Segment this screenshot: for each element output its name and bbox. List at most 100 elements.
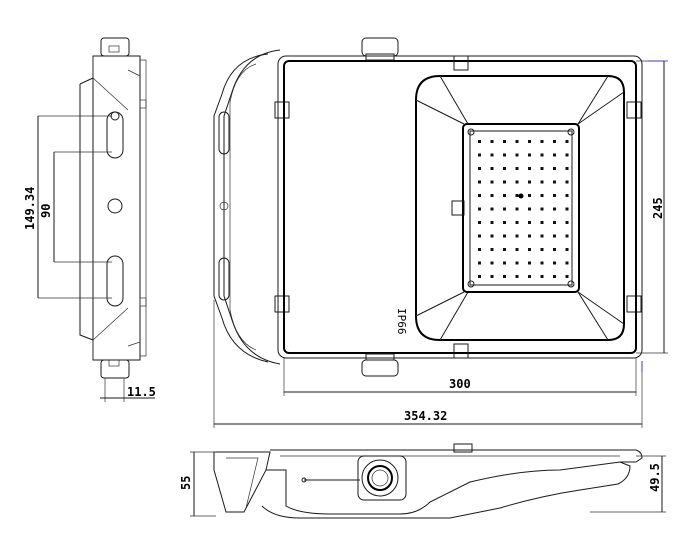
front-view: IP66 xyxy=(213,37,668,428)
led-dot xyxy=(515,140,519,143)
led-dot xyxy=(515,248,519,251)
led-dot xyxy=(528,180,531,184)
led-dot xyxy=(490,275,494,278)
led-dot xyxy=(478,194,481,197)
led-dot xyxy=(528,194,531,197)
led-dot xyxy=(553,248,556,251)
led-dot xyxy=(565,275,569,278)
led-dot xyxy=(553,207,556,211)
led-dot xyxy=(515,234,519,238)
led-dot xyxy=(528,248,531,251)
led-dot xyxy=(503,261,506,265)
led-dot xyxy=(553,153,556,157)
sensor-dot xyxy=(518,193,524,199)
led-dot xyxy=(478,140,481,143)
led-dot xyxy=(503,180,506,184)
led-dot xyxy=(528,140,531,143)
led-dot xyxy=(490,234,494,238)
ip-rating-label: IP66 xyxy=(395,308,408,335)
led-dot xyxy=(565,207,569,211)
led-dot xyxy=(540,180,544,184)
led-dot xyxy=(490,207,494,211)
led-dot xyxy=(478,180,481,184)
led-dot xyxy=(503,248,506,251)
led-dot xyxy=(503,221,506,224)
dim-354-label: 354.32 xyxy=(404,409,447,423)
led-dot xyxy=(528,234,531,238)
led-dot xyxy=(478,153,481,157)
led-dot xyxy=(503,194,506,197)
led-dot xyxy=(515,221,519,224)
dim-90-label: 90 xyxy=(39,204,53,218)
dim-245-label: 245 xyxy=(651,197,665,219)
led-dot xyxy=(553,221,556,224)
led-grid xyxy=(478,140,569,278)
led-dot xyxy=(515,261,519,265)
led-dot xyxy=(528,221,531,224)
led-dot xyxy=(478,248,481,251)
led-dot xyxy=(528,167,531,170)
led-dot xyxy=(528,261,531,265)
led-dot xyxy=(565,248,569,251)
led-dot xyxy=(490,221,494,224)
led-dot xyxy=(553,234,556,238)
side-view xyxy=(37,37,155,402)
led-dot xyxy=(515,153,519,157)
led-dot xyxy=(515,167,519,170)
led-dot xyxy=(528,207,531,211)
dim-55-label: 55 xyxy=(179,476,193,490)
led-dot xyxy=(565,194,569,197)
bottom-view xyxy=(190,443,666,519)
led-dot xyxy=(565,140,569,143)
led-dot xyxy=(540,153,544,157)
led-dot xyxy=(540,221,544,224)
led-dot xyxy=(503,275,506,278)
led-dot xyxy=(528,153,531,157)
led-dot xyxy=(565,261,569,265)
led-dot xyxy=(490,248,494,251)
led-dot xyxy=(553,275,556,278)
led-dot xyxy=(553,140,556,143)
led-dot xyxy=(503,234,506,238)
led-dot xyxy=(515,207,519,211)
led-dot xyxy=(565,167,569,170)
dim-49-label: 49.5 xyxy=(648,463,662,492)
led-dot xyxy=(565,234,569,238)
led-dot xyxy=(515,180,519,184)
led-dot xyxy=(478,207,481,211)
led-dot xyxy=(540,194,544,197)
led-dot xyxy=(478,167,481,170)
led-dot xyxy=(540,248,544,251)
led-dot xyxy=(553,261,556,265)
led-dot xyxy=(490,180,494,184)
led-dot xyxy=(490,194,494,197)
dim-300-label: 300 xyxy=(449,377,471,391)
led-dot xyxy=(503,207,506,211)
led-dot xyxy=(565,221,569,224)
led-dot xyxy=(540,261,544,265)
led-dot xyxy=(540,167,544,170)
led-dot xyxy=(540,275,544,278)
led-dot xyxy=(503,167,506,170)
led-dot xyxy=(503,140,506,143)
led-dot xyxy=(528,275,531,278)
led-dot xyxy=(540,207,544,211)
dim-149-label: 149.34 xyxy=(23,187,37,230)
led-dot xyxy=(540,140,544,143)
led-dot xyxy=(553,194,556,197)
led-dot xyxy=(490,140,494,143)
led-dot xyxy=(553,167,556,170)
led-dot xyxy=(515,275,519,278)
led-dot xyxy=(515,194,519,197)
led-dot xyxy=(490,261,494,265)
led-dot xyxy=(478,261,481,265)
led-dot xyxy=(478,234,481,238)
led-dot xyxy=(503,153,506,157)
led-dot xyxy=(478,275,481,278)
led-dot xyxy=(553,180,556,184)
dim-11-label: 11.5 xyxy=(127,385,156,399)
led-dot xyxy=(490,167,494,170)
led-dot xyxy=(490,153,494,157)
led-dot xyxy=(478,221,481,224)
